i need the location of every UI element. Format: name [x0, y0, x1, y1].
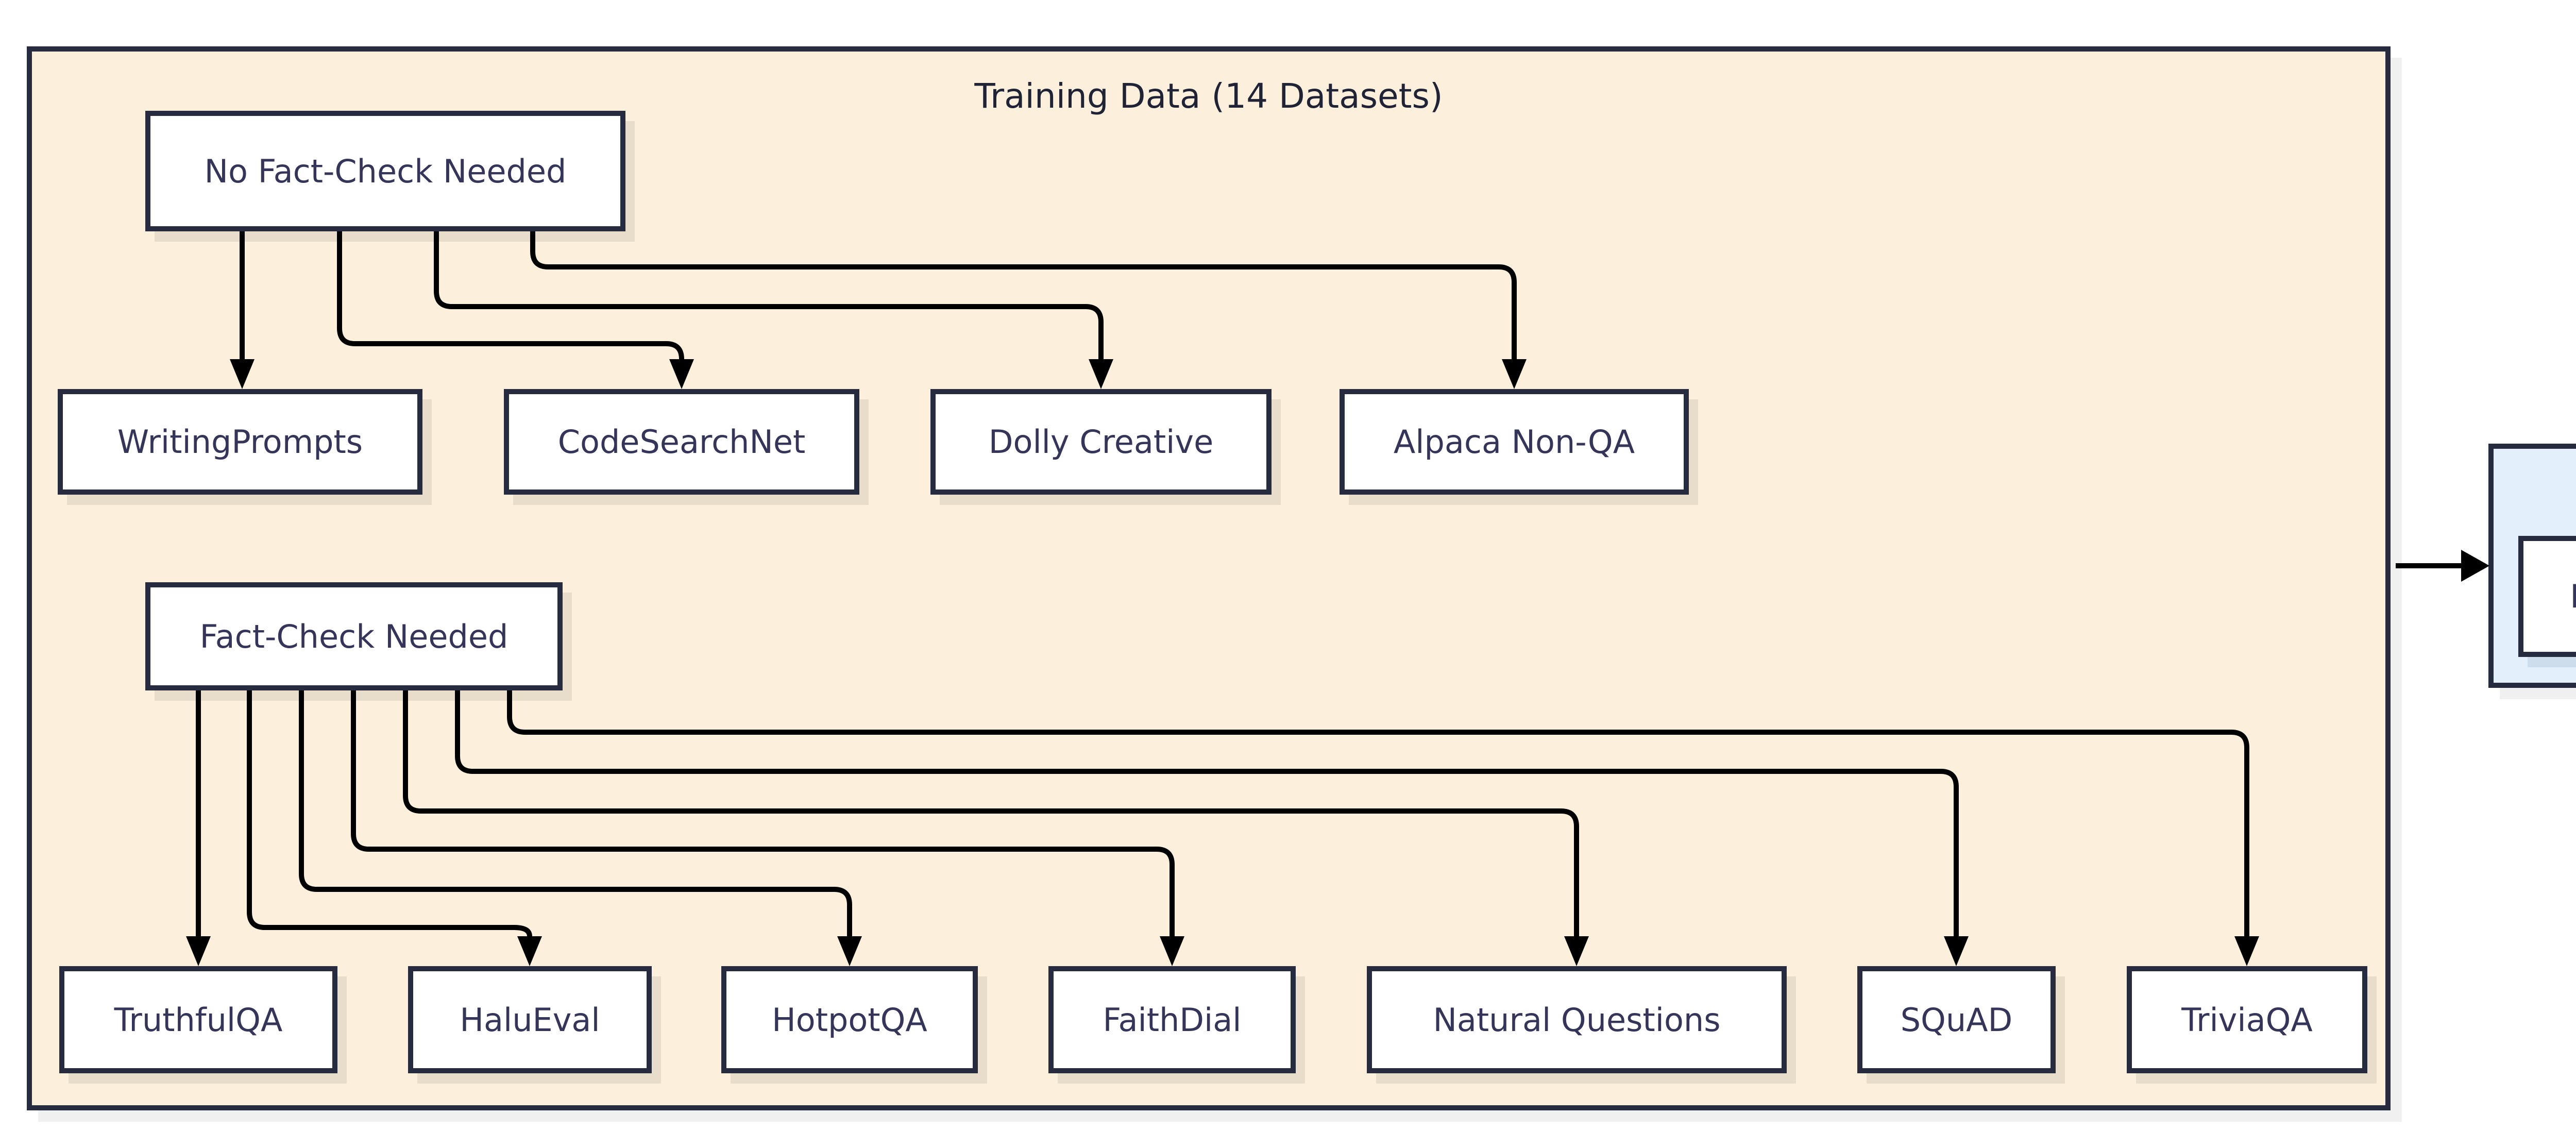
halugate-sentinel-group-title: HaluGate Sentinel [2494, 465, 2576, 503]
node-codesearchnet: CodeSearchNet [504, 389, 859, 495]
node-alpaca-non-qa: Alpaca Non-QA [1340, 389, 1689, 495]
node-halueval: HaluEval [408, 966, 652, 1073]
node-truthfulqa: TruthfulQA [59, 966, 337, 1073]
node-faithdial: FaithDial [1048, 966, 1296, 1073]
node-writingprompts: WritingPrompts [58, 389, 422, 495]
node-hotpotqa: HotpotQA [721, 966, 978, 1073]
node-dolly-creative: Dolly Creative [930, 389, 1272, 495]
training-data-group-title: Training Data (14 Datasets) [974, 76, 1443, 116]
node-modernbert-base: ModernBERT Base [2518, 536, 2576, 657]
node-fact-check-needed: Fact-Check Needed [145, 582, 563, 690]
node-no-fact-check-needed: No Fact-Check Needed [145, 111, 625, 231]
node-squad: SQuAD [1857, 966, 2056, 1073]
node-triviaqa: TriviaQA [2127, 966, 2367, 1073]
arrowhead-sentinel [2461, 550, 2489, 582]
node-natural-questions: Natural Questions [1367, 966, 1787, 1073]
